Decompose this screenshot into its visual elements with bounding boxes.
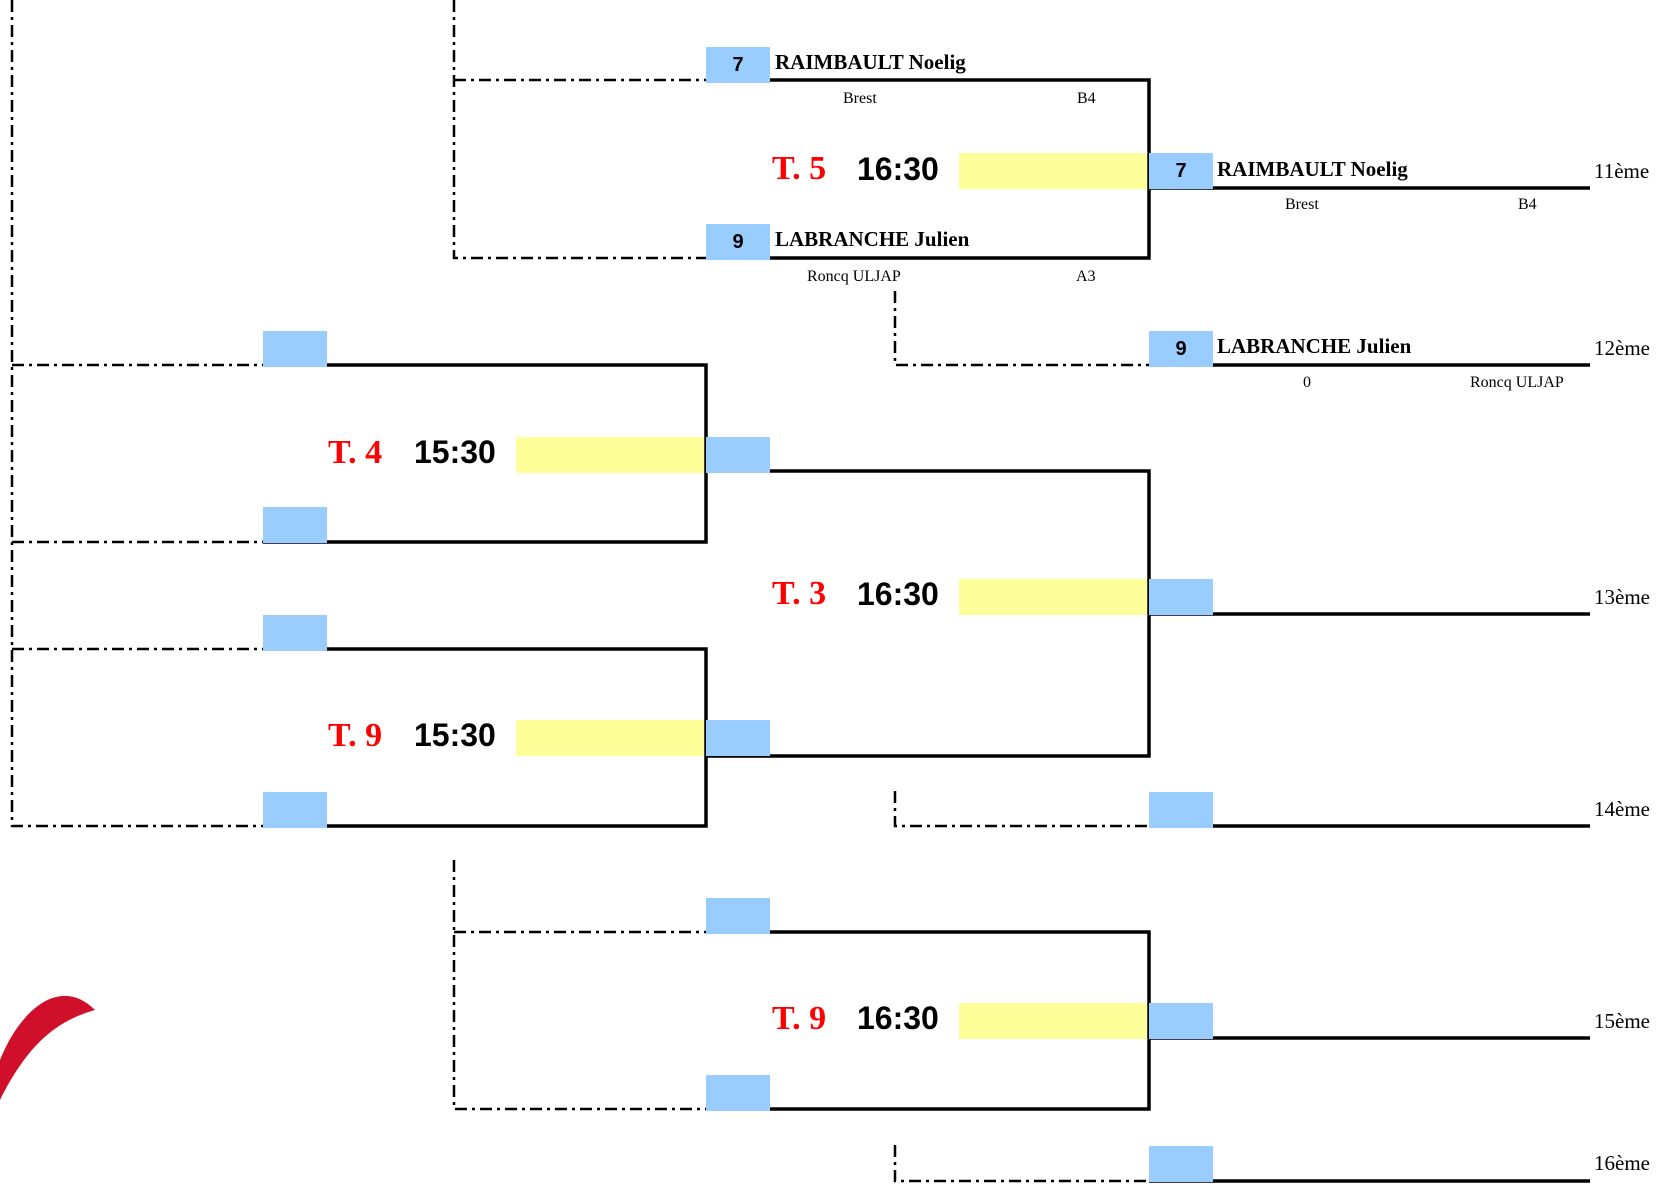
bracket-dashed-lines (10, 0, 1149, 1183)
table-label: T. 9 (328, 717, 383, 754)
match-time: 16:30 (857, 1000, 939, 1036)
seed-box (1149, 1146, 1213, 1182)
player-name: LABRANCHE Julien (1217, 334, 1412, 358)
match-time: 15:30 (414, 434, 496, 470)
logo-swoosh-icon (0, 995, 95, 1100)
player-rank: B4 (1518, 196, 1537, 213)
seed-box (706, 437, 770, 473)
place-label: 16ème (1594, 1151, 1650, 1175)
player-name: RAIMBAULT Noelig (1217, 157, 1408, 181)
table-label: T. 4 (328, 434, 383, 471)
table-label: T. 5 (772, 150, 827, 187)
seed-box (706, 720, 770, 756)
seed-box (263, 331, 327, 367)
player-name: LABRANCHE Julien (775, 227, 970, 251)
seed-box (263, 615, 327, 651)
place-label: 13ème (1594, 585, 1650, 609)
time-slot-box (959, 579, 1147, 615)
table-label: T. 3 (772, 575, 827, 612)
time-slot-box (959, 153, 1147, 189)
player-rank: A3 (1076, 268, 1096, 285)
seed-box (1149, 579, 1213, 615)
seed-box (706, 1075, 770, 1111)
time-slot-box (959, 1003, 1147, 1039)
place-label: 15ème (1594, 1009, 1650, 1033)
player-club: Brest (1285, 196, 1319, 213)
place-label: 11ème (1594, 159, 1650, 183)
seed-box: 9 (1149, 331, 1213, 367)
player-rank: Roncq ULJAP (1470, 374, 1564, 391)
time-slot-box (516, 720, 704, 756)
table-label: T. 9 (772, 1000, 827, 1037)
place-label: 14ème (1594, 797, 1650, 821)
place-label: 12ème (1594, 336, 1650, 360)
player-club: Brest (843, 90, 877, 107)
seed-box (1149, 792, 1213, 828)
seed-box: 7 (706, 47, 770, 83)
seed-box (263, 792, 327, 828)
match-time: 15:30 (414, 717, 496, 753)
seed-box (263, 507, 327, 543)
player-club: 0 (1303, 374, 1311, 391)
time-slot-box (516, 437, 704, 473)
seed-box (1149, 1003, 1213, 1039)
seed-box: 9 (706, 224, 770, 260)
seed-box (706, 898, 770, 934)
match-time: 16:30 (857, 576, 939, 612)
player-name: RAIMBAULT Noelig (775, 50, 966, 74)
seed-box: 7 (1149, 153, 1213, 189)
match-time: 16:30 (857, 151, 939, 187)
player-rank: B4 (1077, 90, 1096, 107)
player-club: Roncq ULJAP (807, 268, 901, 285)
